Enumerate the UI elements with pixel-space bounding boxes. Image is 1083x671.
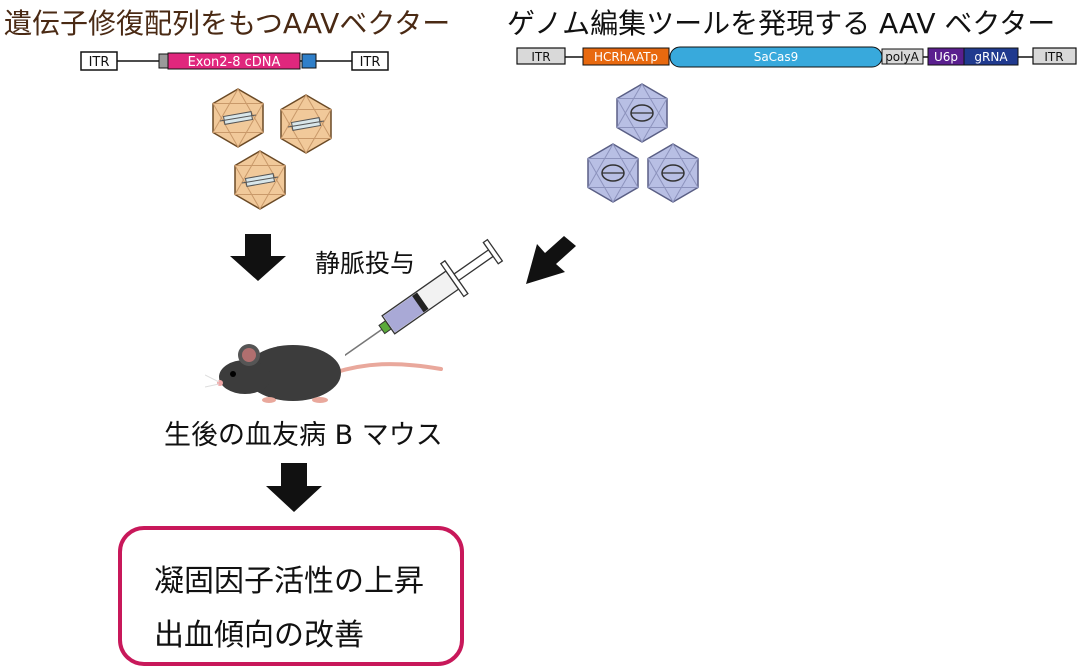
- promoter-label: HCRhAATp: [594, 50, 658, 64]
- cas-label: SaCas9: [754, 50, 799, 64]
- polya-box: [881, 48, 924, 65]
- blue-block: [301, 53, 317, 69]
- aav-capsid-icon: [280, 94, 332, 154]
- left-capsid-group: [212, 88, 332, 210]
- mouse-label: 生後の血友病 B マウス: [164, 420, 443, 451]
- right-aav-construct: ITR HCRhAATp SaCas9 polyA U6p gRNA ITR: [516, 46, 1077, 68]
- polya-label: polyA: [885, 50, 919, 64]
- left-aav-construct: ITR Exon2-8 cDNA ITR: [80, 51, 389, 71]
- itr-right-box: [351, 51, 389, 71]
- u6p-label: U6p: [934, 50, 958, 64]
- result-line-2: 出血傾向の改善: [154, 618, 364, 653]
- insert-box: [167, 52, 301, 70]
- insert-label: Exon2-8 cDNA: [188, 55, 281, 70]
- arrow-down-icon: [266, 463, 322, 512]
- grey-block: [158, 53, 169, 69]
- itr-left-box: [516, 47, 566, 65]
- aav-capsid-icon: [587, 143, 639, 203]
- result-line-1: 凝固因子活性の上昇: [154, 564, 424, 599]
- aav-capsid-icon: [212, 88, 264, 148]
- aav-capsid-icon: [616, 83, 668, 143]
- itr-left-label: ITR: [89, 55, 110, 70]
- aav-capsid-icon: [647, 143, 699, 203]
- result-box: 凝固因子活性の上昇 出血傾向の改善: [118, 526, 464, 666]
- injection-label: 静脈投与: [315, 249, 416, 278]
- itr-left-label: ITR: [531, 50, 550, 64]
- right-capsid-group: [587, 83, 699, 203]
- right-panel-title: ゲノム編集ツールを発現する AAV ベクター: [507, 7, 1056, 40]
- aav-capsid-icon: [234, 150, 286, 210]
- left-panel-title: 遺伝子修復配列をもつAAVベクター: [4, 7, 451, 40]
- grna-label: gRNA: [974, 50, 1008, 64]
- itr-right-box: [1032, 47, 1077, 65]
- mouse-icon: [205, 344, 443, 403]
- itr-right-label: ITR: [360, 55, 381, 70]
- arrow-diagonal-icon: [526, 236, 576, 284]
- promoter-box: [582, 47, 670, 66]
- itr-right-label: ITR: [1044, 50, 1063, 64]
- itr-left-box: [80, 51, 118, 71]
- grna-box: [963, 47, 1019, 66]
- syringe-icon: [345, 238, 504, 360]
- arrow-down-icon: [230, 234, 286, 281]
